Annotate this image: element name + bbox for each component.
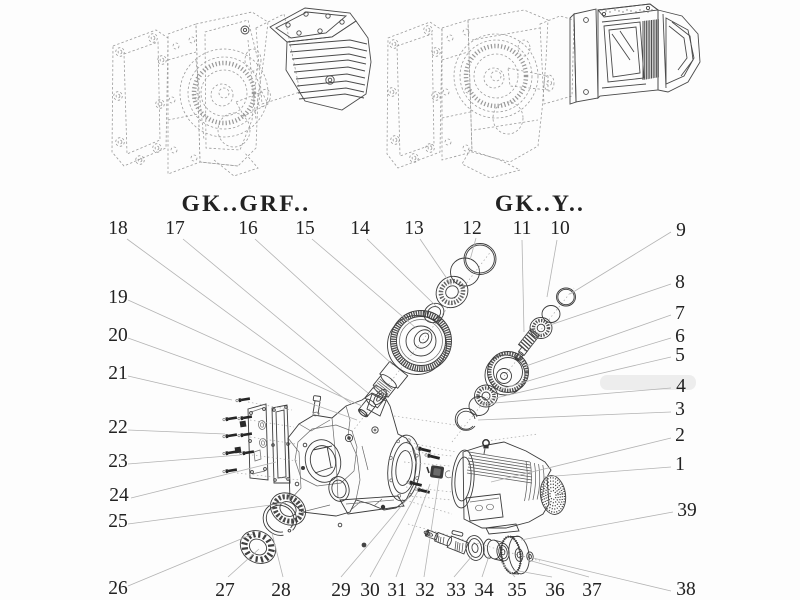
svg-text:39: 39 bbox=[677, 500, 697, 521]
svg-text:36: 36 bbox=[545, 580, 565, 600]
svg-text:34: 34 bbox=[474, 580, 494, 600]
svg-text:24: 24 bbox=[109, 485, 129, 506]
svg-text:11: 11 bbox=[513, 218, 532, 239]
svg-text:1: 1 bbox=[675, 454, 685, 475]
svg-text:32: 32 bbox=[415, 580, 435, 600]
svg-text:19: 19 bbox=[108, 287, 128, 308]
svg-text:28: 28 bbox=[271, 580, 291, 600]
svg-text:30: 30 bbox=[360, 580, 380, 600]
svg-text:37: 37 bbox=[582, 580, 602, 600]
svg-text:29: 29 bbox=[331, 580, 351, 600]
svg-text:3: 3 bbox=[675, 399, 685, 420]
svg-text:18: 18 bbox=[108, 218, 128, 239]
svg-text:GK..Y..: GK..Y.. bbox=[495, 191, 585, 217]
svg-text:26: 26 bbox=[108, 578, 128, 599]
svg-text:21: 21 bbox=[108, 363, 128, 384]
svg-text:5: 5 bbox=[675, 345, 685, 366]
svg-text:33: 33 bbox=[446, 580, 466, 600]
svg-text:6: 6 bbox=[675, 326, 685, 347]
svg-text:38: 38 bbox=[676, 579, 696, 600]
svg-text:13: 13 bbox=[404, 218, 424, 239]
svg-text:31: 31 bbox=[387, 580, 407, 600]
svg-text:25: 25 bbox=[108, 511, 128, 532]
svg-text:35: 35 bbox=[507, 580, 527, 600]
svg-text:9: 9 bbox=[676, 220, 686, 241]
svg-text:4: 4 bbox=[676, 376, 686, 397]
svg-text:14: 14 bbox=[350, 218, 370, 239]
svg-text:20: 20 bbox=[108, 325, 128, 346]
svg-text:27: 27 bbox=[215, 580, 235, 600]
svg-text:12: 12 bbox=[462, 218, 482, 239]
svg-text:15: 15 bbox=[295, 218, 315, 239]
svg-text:10: 10 bbox=[550, 218, 570, 239]
svg-text:8: 8 bbox=[675, 272, 685, 293]
svg-text:23: 23 bbox=[108, 451, 128, 472]
svg-text:22: 22 bbox=[108, 417, 128, 438]
svg-text:GK..GRF..: GK..GRF.. bbox=[181, 191, 310, 217]
svg-text:7: 7 bbox=[675, 303, 685, 324]
svg-text:17: 17 bbox=[165, 218, 185, 239]
svg-text:2: 2 bbox=[675, 425, 685, 446]
svg-text:16: 16 bbox=[238, 218, 258, 239]
